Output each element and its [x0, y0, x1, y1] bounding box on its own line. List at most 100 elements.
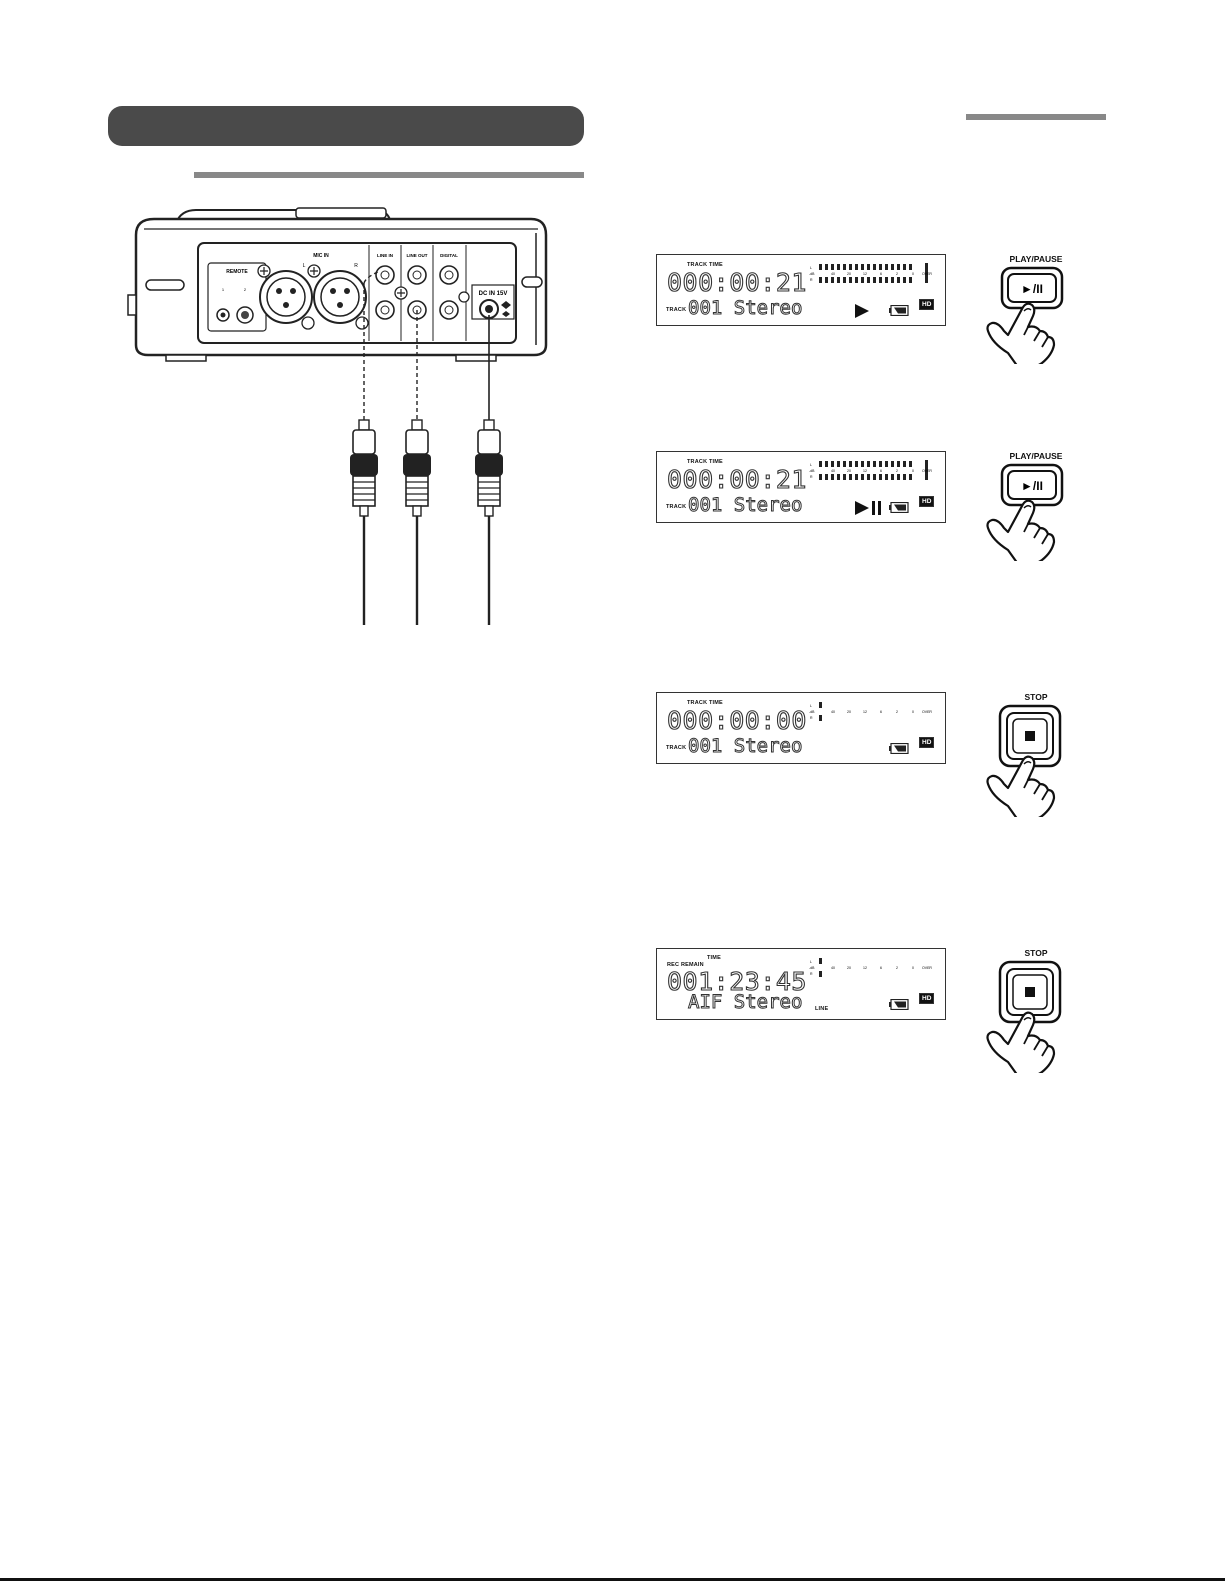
mic-l-label: L: [303, 263, 306, 269]
meter-scale-label: OVER: [922, 469, 932, 473]
rca-plug-dc: [475, 419, 503, 625]
meter-scale-label: 0: [912, 469, 914, 473]
meter-segment-r: [843, 474, 846, 480]
remote-jack-1-label: 1: [222, 287, 225, 292]
meter-segment-r: [885, 474, 888, 480]
meter-segment-r: [855, 474, 858, 480]
stop-button-illustration: STOP: [978, 692, 1078, 817]
button-label: PLAY/PAUSE: [1009, 451, 1063, 461]
meter-scale-label: 6: [880, 272, 882, 276]
meter-segment-l: [885, 264, 888, 270]
meter-r-label: R: [810, 716, 813, 720]
play-pause-button: ►/II: [986, 266, 1064, 364]
lcd-track-name: AIF Stereo: [687, 991, 803, 1013]
meter-segment-r: [861, 277, 864, 283]
meter-segment-r: [831, 277, 834, 283]
button-label: STOP: [1024, 948, 1048, 958]
lcd-track-label: TRACK: [666, 307, 687, 313]
meter-l-label: L: [810, 704, 812, 708]
play-pause-button: ►/II: [986, 463, 1064, 561]
meter-segment-r: [873, 277, 876, 283]
meter-segment-l: [861, 461, 864, 467]
meter-segment-r: [909, 474, 912, 480]
meter-segment-r: [903, 474, 906, 480]
meter-segment-r: [879, 277, 882, 283]
meter-scale-label: 6: [880, 469, 882, 473]
meter-scale-label: 40: [831, 710, 835, 714]
subsection-rule-right: [966, 114, 1106, 120]
meter-segment-l: [891, 461, 894, 467]
meter-segment-r: [873, 474, 876, 480]
meter-segment-l: [867, 264, 870, 270]
play-pause-symbol: ►/II: [1021, 479, 1043, 493]
meter-scale-label: 2: [896, 710, 898, 714]
meter-segment-r: [909, 277, 912, 283]
meter-scale-label: 40: [831, 966, 835, 970]
meter-scale-label: 20: [847, 272, 851, 276]
meter-segment-r: [849, 474, 852, 480]
meter-scale-label: 6: [880, 966, 882, 970]
pressing-hand-icon: [986, 499, 1056, 561]
lcd-time-readout: 000:00:00: [666, 706, 807, 735]
meter-scale-label: 20: [847, 469, 851, 473]
lcd-top-label: TRACK TIME: [687, 262, 723, 268]
lcd-time-readout: 001:23:45: [666, 967, 807, 996]
meter-scale-label: 12: [863, 966, 867, 970]
battery-icon: [889, 743, 909, 754]
stop-square-icon: [1025, 987, 1035, 997]
pressing-hand-icon: [986, 1011, 1056, 1073]
dc-in-label: DC IN 15V: [479, 291, 508, 297]
pressing-hand-icon: [986, 755, 1056, 817]
line-in-jacks: [375, 265, 395, 320]
meter-l-label: L: [810, 463, 812, 467]
meter-segment-r: [819, 277, 822, 283]
meter-segment-l: [903, 264, 906, 270]
lcd-top-label: TRACK TIME: [687, 700, 723, 706]
meter-segment-l: [837, 461, 840, 467]
meter-segment-r: [879, 474, 882, 480]
meter-segment-r: [825, 474, 828, 480]
lcd-track-name: 001 Stereo: [687, 297, 803, 319]
lcd-time-readout: 000:00:21: [666, 268, 807, 297]
digital-jacks: [439, 265, 470, 320]
meter-segment-l: [903, 461, 906, 467]
meter-segment-l: [849, 264, 852, 270]
meter-scale-label: OVER: [922, 272, 932, 276]
meter-l-label: L: [810, 266, 812, 270]
meter-scale-label: 6: [880, 710, 882, 714]
meter-segment-l: [909, 264, 912, 270]
button-label: PLAY/PAUSE: [1009, 254, 1063, 264]
meter-segment-l: [897, 461, 900, 467]
meter-segment-l: [825, 461, 828, 467]
meter-segment-r: [825, 277, 828, 283]
meter-db-label: -dB: [809, 966, 815, 970]
meter-db-label: -dB: [809, 710, 815, 714]
mic-r-label: R: [354, 263, 358, 269]
meter-segment-r: [855, 277, 858, 283]
xlr-input-left: [257, 264, 313, 324]
meter-segment-l: [819, 958, 822, 964]
pressing-hand-icon: [986, 302, 1056, 364]
stop-button-illustration: STOP: [978, 948, 1078, 1073]
meter-scale-label: 12: [863, 272, 867, 276]
meter-r-label: R: [810, 278, 813, 282]
lcd-top-label: TRACK TIME: [687, 459, 723, 465]
meter-segment-l: [867, 461, 870, 467]
meter-scale-label: 20: [847, 966, 851, 970]
meter-segment-l: [873, 264, 876, 270]
meter-scale-label: 40: [831, 272, 835, 276]
meter-segment-l: [849, 461, 852, 467]
meter-peak-hold: [925, 263, 928, 283]
meter-segment-l: [843, 264, 846, 270]
meter-segment-r: [891, 474, 894, 480]
meter-scale-label: 12: [863, 710, 867, 714]
lcd-top-label: TIME: [707, 955, 721, 961]
meter-segment-l: [873, 461, 876, 467]
remote-label: REMOTE: [226, 269, 248, 275]
stop-button: [986, 704, 1062, 817]
meter-segment-l: [885, 461, 888, 467]
